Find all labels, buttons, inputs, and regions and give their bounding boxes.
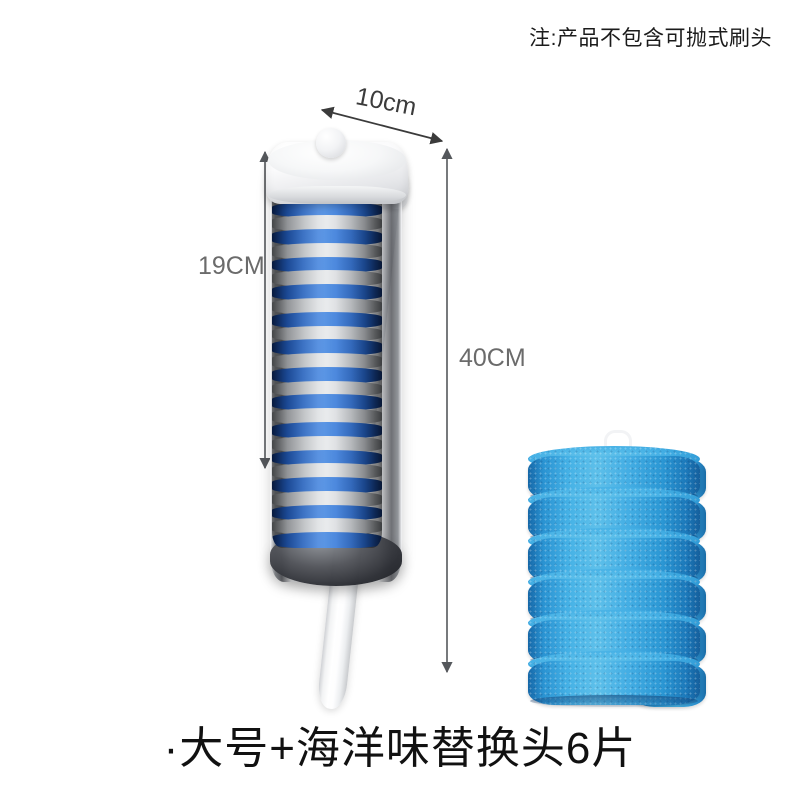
- lid-knob: [316, 128, 346, 158]
- sponge-pad: [528, 651, 700, 713]
- refill-hook-icon: [604, 430, 632, 461]
- dispenser-lid-lip: [268, 186, 406, 204]
- toilet-brush-dispenser: [258, 112, 478, 711]
- stack-shading: [272, 176, 382, 548]
- variant-caption: ·大号+海洋味替换头6片: [163, 724, 637, 773]
- replacement-sponge-heads: [528, 430, 706, 713]
- canister-height-label: 19CM: [198, 252, 265, 280]
- product-note: 注:产品不包含可抛式刷头: [529, 27, 772, 50]
- refill-head-stack: [272, 176, 382, 548]
- total-height-label: 40CM: [459, 344, 526, 372]
- sponge-pad-seam: [530, 695, 698, 707]
